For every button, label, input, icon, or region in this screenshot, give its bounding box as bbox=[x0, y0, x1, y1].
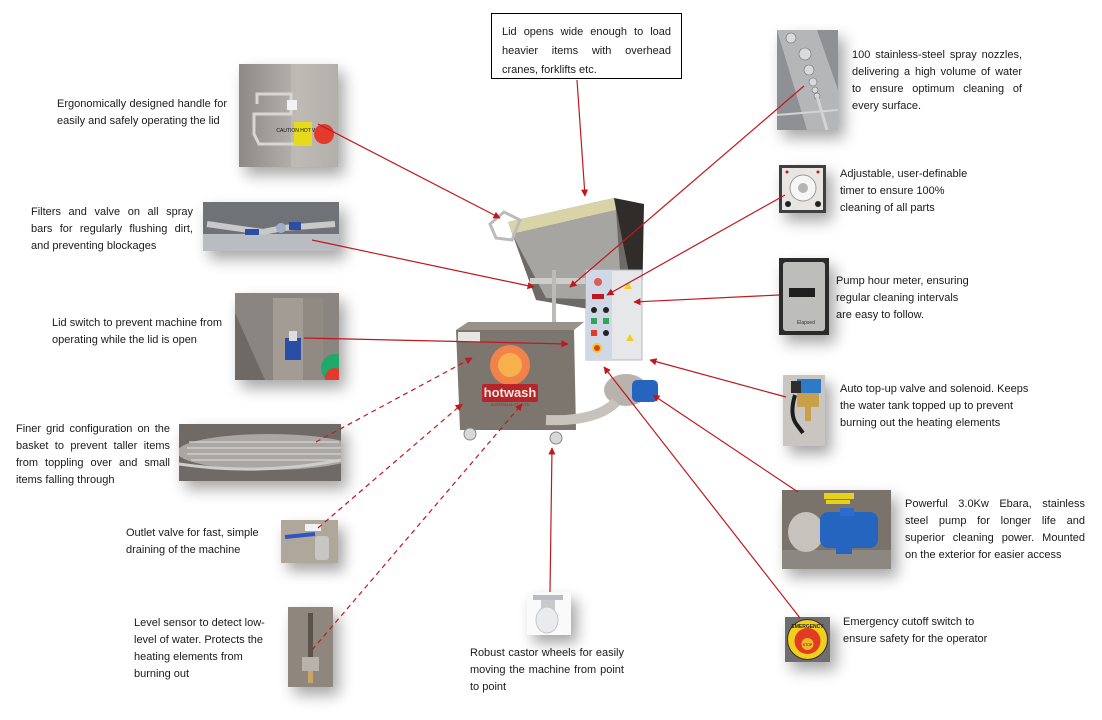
arrow-lid-opening bbox=[576, 79, 589, 197]
emergency-ring-label: EMERGENCY bbox=[791, 624, 824, 630]
lid-opening-callout: Lid opens wide enough to load heavier it… bbox=[491, 13, 682, 79]
emergency-text: Emergency cutoff switch to ensure safety… bbox=[843, 616, 988, 645]
emergency-switch-photo: EMERGENCY STOP bbox=[785, 617, 830, 662]
timer-text: Adjustable, user-definable timer to ensu… bbox=[840, 168, 968, 214]
spray-nozzles-photo bbox=[777, 30, 838, 130]
lid-switch-text: Lid switch to prevent machine from opera… bbox=[52, 317, 222, 346]
grid-photo bbox=[179, 424, 341, 481]
pump-text: Powerful 3.0Kw Ebara, stainless steel pu… bbox=[905, 498, 1085, 561]
spray-nozzles-text: 100 stainless-steel spray nozzles, deliv… bbox=[852, 49, 1022, 112]
parts-washer-machine: hotwash AUSTRALIA PTY LTD bbox=[446, 190, 676, 450]
handle-photo: CAUTION HOT WATER bbox=[239, 64, 338, 167]
caution-label: CAUTION HOT WATER bbox=[276, 128, 330, 134]
castor-wheel-photo bbox=[527, 592, 571, 635]
outlet-valve-photo bbox=[281, 520, 338, 563]
filters-text: Filters and valve on all spray bars for … bbox=[31, 206, 193, 252]
hour-meter-text: Pump hour meter, ensuring regular cleani… bbox=[836, 275, 969, 321]
castor-wheels-text: Robust castor wheels for easily moving t… bbox=[470, 647, 624, 693]
lid-switch-photo bbox=[235, 293, 339, 380]
top-up-valve-text: Auto top-up valve and solenoid. Keeps th… bbox=[840, 383, 1029, 429]
arrow-castor-wheels bbox=[548, 447, 556, 593]
filters-photo bbox=[203, 202, 339, 251]
hour-meter-brand: Elapsed bbox=[797, 320, 815, 326]
hotwash-logo: hotwash bbox=[484, 385, 537, 400]
timer-photo bbox=[779, 165, 826, 213]
handle-text: Ergonomically designed handle for easily… bbox=[57, 98, 227, 127]
grid-text: Finer grid configuration on the basket t… bbox=[16, 423, 170, 486]
pump-photo bbox=[782, 490, 891, 569]
hotwash-logo-sub: AUSTRALIA PTY LTD bbox=[490, 402, 529, 407]
level-sensor-text: Level sensor to detect low-level of wate… bbox=[134, 617, 265, 680]
hour-meter-photo: Elapsed bbox=[779, 258, 829, 335]
lid-opening-text: Lid opens wide enough to load heavier it… bbox=[502, 26, 671, 76]
outlet-valve-text: Outlet valve for fast, simple draining o… bbox=[126, 527, 259, 556]
level-sensor-photo bbox=[288, 607, 333, 687]
top-up-valve-photo bbox=[783, 375, 825, 446]
emergency-stop-label: STOP bbox=[803, 643, 813, 647]
